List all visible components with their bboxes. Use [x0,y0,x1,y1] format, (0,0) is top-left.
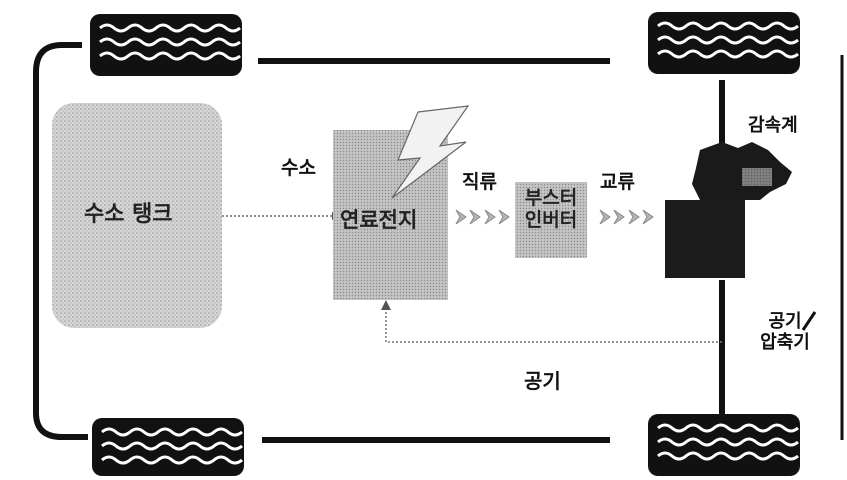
chassis-frame [33,42,844,443]
reducer-label: 감속계 [748,115,798,136]
booster-inverter-line1: 부스터 [524,187,578,209]
air-arrowhead [381,300,391,310]
compressor-tick [801,311,817,331]
air-compressor-label: 공기 압축기 [752,311,818,353]
hydrogen-tank-label: 수소 탱크 [84,202,173,227]
booster-inverter-label: 부스터 인버터 [516,187,586,232]
direct-current-label: 직류 [462,171,497,193]
reducer-highlight [742,168,772,186]
wheel-front-right [648,12,800,74]
wheel-front-left [90,14,242,76]
lightning-icon [391,105,470,199]
alternating-current-label: 교류 [600,171,635,193]
booster-inverter-line2: 인버터 [524,208,578,231]
ac-arrow-icon [599,209,654,225]
air-compressor-line2: 압축기 [760,331,810,353]
wheel-rear-left [92,418,244,476]
dc-arrow-icon [455,209,510,225]
air-supply-line [385,308,722,343]
hydrogen-tank-block [52,103,222,328]
wheel-rear-right [648,414,800,476]
hydrogen-label: 수소 [281,157,316,179]
booster-inverter-block [515,182,587,258]
motor-block [665,200,745,278]
fuel-cell-label: 연료전지 [340,208,418,232]
air-label: 공기 [524,369,561,393]
left-frame-bracket [33,42,88,440]
air-compressor-line1: 공기 [768,311,802,332]
